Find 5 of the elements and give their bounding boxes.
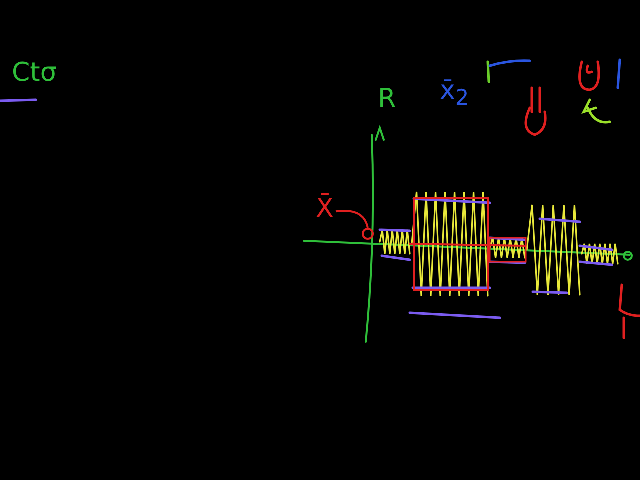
axis-label: R [378, 86, 396, 112]
variable-label: x̄$_{2}$ [440, 78, 470, 110]
handwritten-note: Ctσ [12, 60, 57, 86]
leader-line [336, 210, 369, 228]
point-marker [362, 228, 374, 240]
